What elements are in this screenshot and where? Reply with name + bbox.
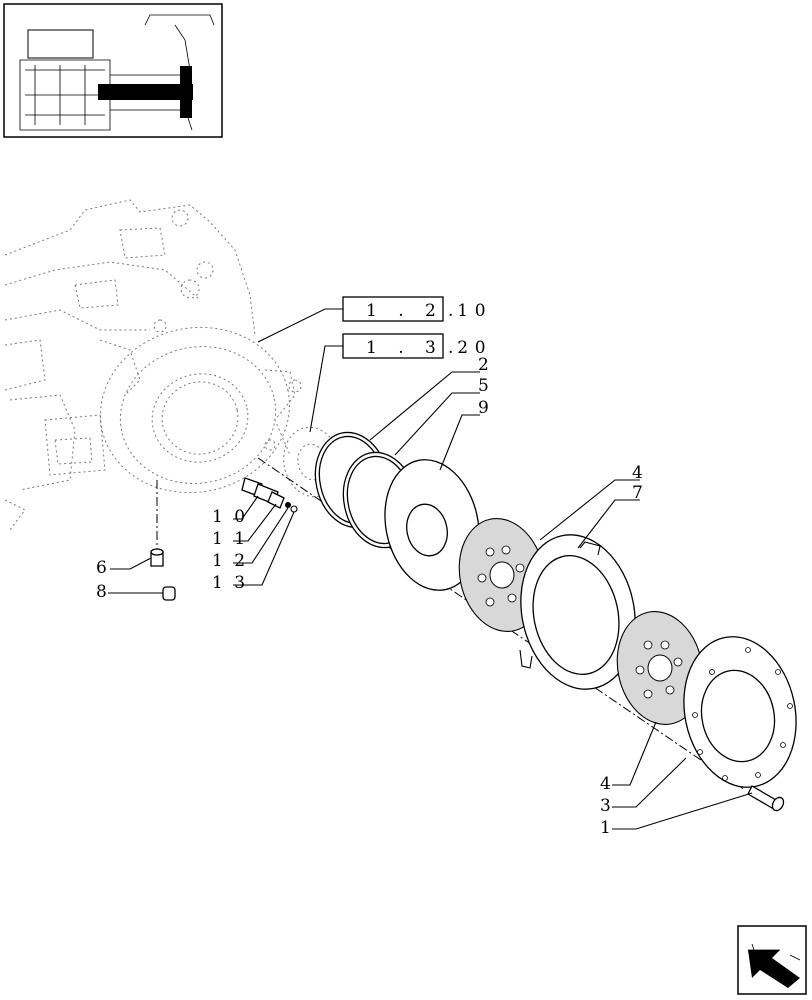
callout-9: 9 (478, 398, 492, 418)
callout-labels: 2 5 9 4 7 1 0 1 1 1 2 1 3 6 8 4 3 1 (96, 355, 646, 838)
reference-1-32-label: 1 . 3 2 (366, 338, 476, 358)
callout-5: 5 (478, 376, 492, 396)
plug-part-8 (162, 586, 176, 601)
callout-6: 6 (96, 558, 110, 578)
callout-4b: 4 (600, 774, 614, 794)
callout-3: 3 (600, 796, 614, 816)
reference-1-32-suffix: . 0 (448, 338, 494, 358)
callout-11: 1 1 (212, 529, 248, 549)
plug-part-6 (150, 548, 164, 567)
piston-part-9 (384, 459, 480, 591)
callout-7: 7 (632, 483, 646, 503)
transmission-housing (4, 199, 302, 531)
callout-leaders (108, 371, 753, 830)
bolt-part-1 (747, 785, 785, 812)
leader-1-32 (309, 345, 343, 433)
callout-13: 1 3 (212, 573, 248, 593)
back-arrow-icon[interactable] (737, 925, 807, 995)
intermediate-plate-part-7 (519, 534, 636, 690)
callout-10: 1 0 (212, 507, 248, 527)
callout-1: 1 (600, 818, 614, 838)
reference-1-21-label: 1 . 2 1 (366, 301, 476, 321)
callout-8: 8 (96, 582, 110, 602)
leader-1-21 (257, 308, 343, 343)
callout-2: 2 (478, 355, 492, 375)
callout-4a: 4 (632, 463, 646, 483)
callout-12: 1 2 (212, 551, 248, 571)
assembly-thumbnail-icon[interactable] (3, 3, 223, 138)
reference-1-32[interactable]: 1 . 3 2 . 0 (342, 333, 494, 359)
reference-1-21-suffix: . 0 (448, 301, 494, 321)
cover-plate-part-3 (683, 636, 797, 788)
friction-disc-part-4b (616, 611, 704, 725)
reference-1-21[interactable]: 1 . 2 1 . 0 (342, 296, 494, 322)
